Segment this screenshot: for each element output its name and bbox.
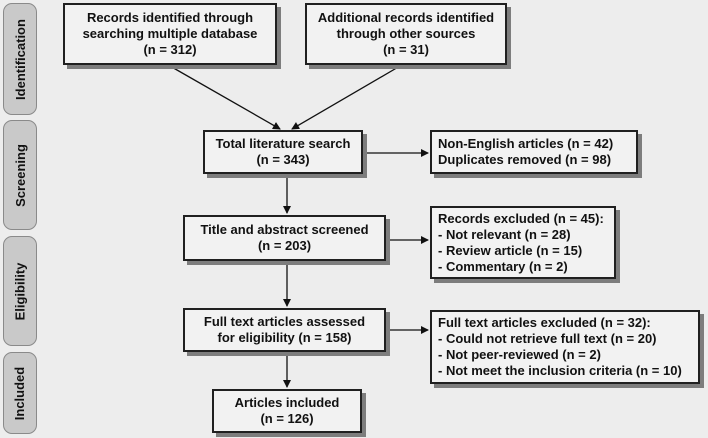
records-other-line-1: Additional records identified <box>317 10 495 25</box>
non-english-line-2: Duplicates removed (n = 98) <box>438 152 612 167</box>
records-excluded-line-3: - Review article (n = 15) <box>438 242 583 258</box>
box-records-database: Records identified through searching mul… <box>63 3 277 65</box>
arrow-other-to-total <box>291 65 401 130</box>
records-database-line-1: Records identified through <box>86 10 254 25</box>
box-full-text-assessed: Full text articles assessed for eligibil… <box>183 308 386 352</box>
box-full-text-excluded: Full text articles excluded (n = 32): - … <box>430 310 700 384</box>
full-text-excluded-line-3: - Not peer-reviewed (n = 2) <box>438 347 601 362</box>
box-records-other: Additional records identified through ot… <box>305 3 507 65</box>
full-text-assessed-line-2: for eligibility (n = 158) <box>217 330 352 345</box>
phase-included: Included <box>3 352 37 434</box>
records-excluded-line-2: - Not relevant (n = 28) <box>438 226 571 242</box>
included-line-1: Articles included <box>234 395 340 410</box>
records-other-line-3: (n = 31) <box>383 42 429 57</box>
phase-label-identification: Identification <box>12 18 28 100</box>
box-total-search: Total literature search (n = 343) <box>203 130 363 174</box>
records-database-line-3: (n = 312) <box>143 42 197 57</box>
total-search-line-2: (n = 343) <box>256 152 310 167</box>
records-excluded-line-1: Records excluded (n = 45): <box>438 210 604 226</box>
box-non-english-duplicates: Non-English articles (n = 42) Duplicates… <box>430 130 638 174</box>
arrow-database-to-total <box>169 65 281 130</box>
full-text-excluded-line-1: Full text articles excluded (n = 32): <box>438 315 651 330</box>
box-title-abstract: Title and abstract screened (n = 203) <box>183 215 386 261</box>
phase-eligibility: Eligibility <box>3 236 37 346</box>
records-excluded-line-4: - Commentary (n = 2) <box>438 258 568 274</box>
full-text-assessed-line-1: Full text articles assessed <box>203 314 366 329</box>
total-search-line-1: Total literature search <box>215 136 351 151</box>
non-english-line-1: Non-English articles (n = 42) <box>438 136 614 151</box>
records-other-line-2: through other sources <box>336 26 476 41</box>
box-records-excluded: Records excluded (n = 45): - Not relevan… <box>430 206 616 279</box>
full-text-excluded-line-2: - Could not retrieve full text (n = 20) <box>438 331 657 346</box>
records-database-line-2: searching multiple database <box>82 26 258 41</box>
phase-label-screening: Screening <box>12 143 28 207</box>
full-text-excluded-line-4: - Not meet the inclusion criteria (n = 1… <box>438 363 682 378</box>
phase-screening: Screening <box>3 120 37 230</box>
phase-label-eligibility: Eligibility <box>12 262 28 320</box>
included-line-2: (n = 126) <box>260 411 314 426</box>
phase-identification: Identification <box>3 3 37 115</box>
title-abstract-line-1: Title and abstract screened <box>200 222 369 237</box>
title-abstract-line-2: (n = 203) <box>257 238 312 253</box>
phase-label-included: Included <box>12 366 28 420</box>
box-articles-included: Articles included (n = 126) <box>212 389 362 433</box>
